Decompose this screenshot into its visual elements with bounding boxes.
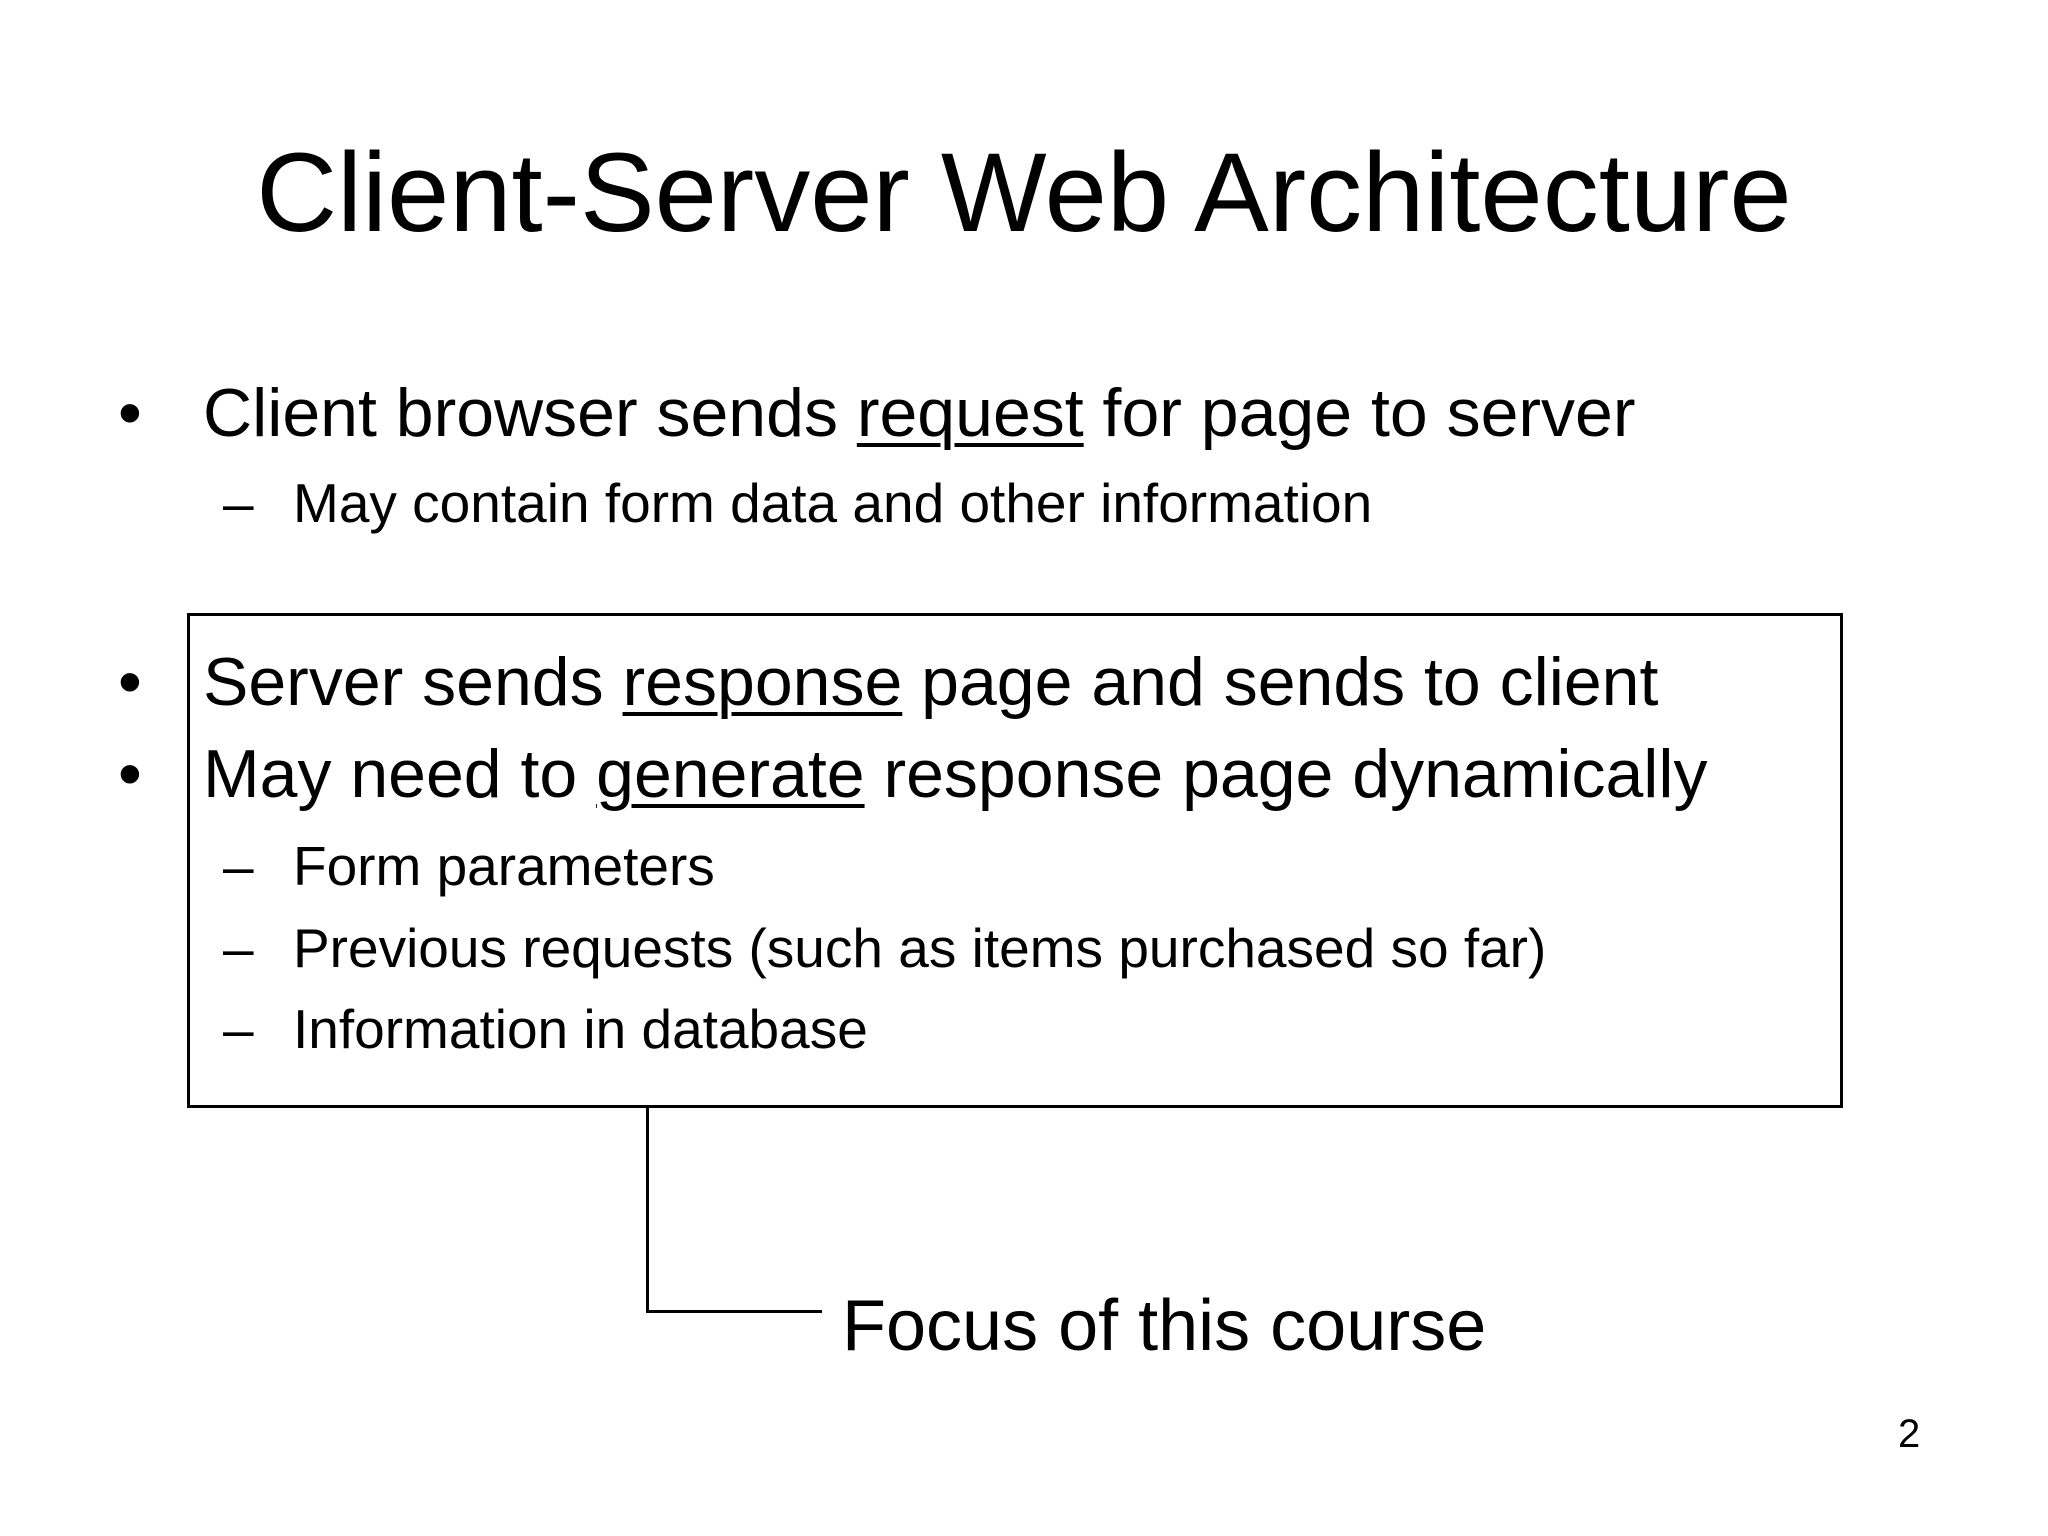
subbullet-previous-requests: – Previous requests (such as items purch… — [0, 915, 2008, 981]
focus-callout-label: Focus of this course — [842, 1286, 1487, 1366]
bullet-generate-dynamically-text: May need to generate response page dynam… — [203, 734, 2008, 816]
subbullet-information-database-text: Information in database — [293, 998, 868, 1060]
focus-outline-box — [187, 613, 1843, 1108]
bullet-server-response-text: Server sends response page and sends to … — [203, 642, 2008, 724]
subbullet-form-parameters: – Form parameters — [0, 833, 2008, 899]
dash-icon: – — [223, 998, 254, 1060]
underlined-word-generate: generate — [596, 736, 865, 812]
bullet-icon: • — [118, 736, 142, 812]
text-segment-pre: May need to — [203, 736, 597, 812]
dash-icon: – — [223, 472, 254, 534]
bullet-icon: • — [118, 644, 142, 720]
bullet-generate-dynamically: • May need to generate response page dyn… — [0, 734, 2008, 816]
subbullet-previous-requests-text: Previous requests (such as items purchas… — [293, 917, 1547, 979]
subbullet-form-data-text: May contain form data and other informat… — [293, 472, 1373, 534]
text-segment-post: for page to server — [1083, 375, 1636, 451]
connector-vertical-line — [646, 1108, 649, 1313]
underlined-word-request: request — [856, 375, 1084, 451]
text-segment-post: response page dynamically — [864, 736, 1708, 812]
bullet-icon: • — [118, 375, 142, 451]
connector-horizontal-line — [646, 1310, 822, 1313]
bullet-client-request-text: Client browser sends request for page to… — [203, 373, 2008, 455]
slide-title: Client-Server Web Architecture — [256, 130, 1792, 255]
subbullet-form-data: – May contain form data and other inform… — [0, 470, 2008, 536]
dash-icon: – — [223, 835, 254, 897]
text-segment-post: page and sends to client — [902, 644, 1659, 720]
text-segment-pre: Client browser sends — [203, 375, 857, 451]
dash-icon: – — [223, 917, 254, 979]
underlined-word-response: response — [622, 644, 903, 720]
bullet-server-response: • Server sends response page and sends t… — [0, 642, 2008, 724]
bullet-client-request: • Client browser sends request for page … — [0, 373, 2008, 455]
subbullet-information-database: – Information in database — [0, 996, 2008, 1062]
page-number: 2 — [1898, 1412, 1921, 1456]
text-segment-pre: Server sends — [203, 644, 623, 720]
subbullet-form-parameters-text: Form parameters — [293, 835, 715, 897]
